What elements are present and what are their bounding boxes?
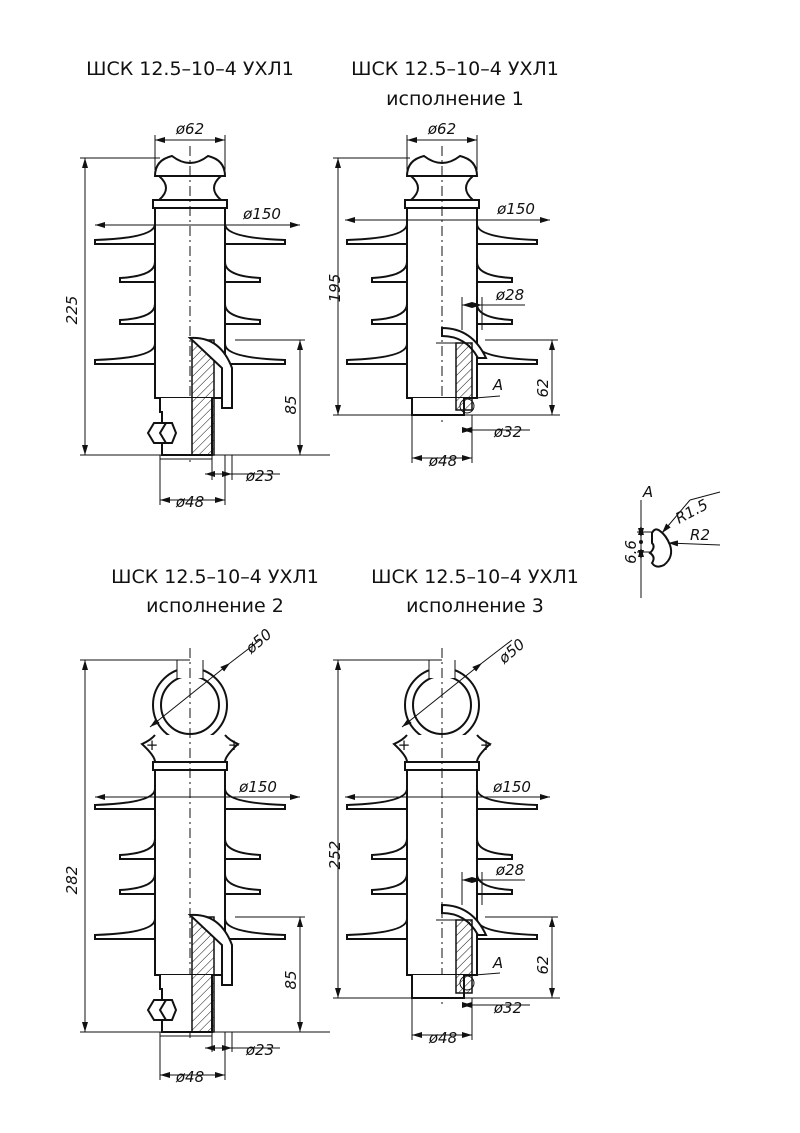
shed	[224, 873, 261, 895]
detail-r2: R2	[690, 526, 710, 544]
leader-r2	[667, 540, 721, 547]
detail-profile	[648, 528, 673, 568]
shed	[371, 261, 408, 283]
detail-point	[639, 540, 643, 544]
detail-ref: A	[492, 954, 503, 972]
shed	[119, 873, 156, 895]
shed	[476, 223, 538, 245]
dim-shed-dia: ø150	[496, 200, 535, 218]
shed	[119, 838, 156, 860]
line	[474, 972, 501, 976]
dim-base-dia: ø48	[175, 493, 204, 511]
clamp-ring-inner	[412, 675, 472, 735]
detail-r1: R1.5	[672, 496, 711, 528]
shed	[346, 223, 408, 245]
view-3-subtitle: исполнение 2	[146, 595, 284, 617]
insert-section	[455, 342, 473, 411]
view-3-title: ШСК 12.5–10–4 УХЛ1	[111, 566, 319, 588]
shed	[346, 343, 408, 365]
detail-ref: A	[492, 376, 503, 394]
dim-thread-dia: ø32	[493, 423, 522, 441]
shed	[224, 223, 286, 245]
shed	[371, 303, 408, 325]
shed	[119, 303, 156, 325]
shed	[224, 788, 286, 810]
sleeve-section	[441, 903, 488, 936]
insert-section	[455, 919, 473, 994]
view-4-title: ШСК 12.5–10–4 УХЛ1	[371, 566, 579, 588]
dim-top-dia: ø62	[175, 120, 204, 138]
dim-height: 282	[63, 866, 81, 895]
sleeve-section	[187, 913, 233, 986]
detail-a-marker	[459, 398, 475, 414]
dim-inner-dia: ø28	[495, 286, 524, 304]
shed	[94, 343, 156, 365]
shed	[476, 838, 513, 860]
line	[474, 395, 501, 399]
dim-height: 225	[63, 296, 81, 325]
dim-bottom-len: 85	[282, 970, 300, 989]
view-4-subtitle: исполнение 3	[406, 595, 544, 617]
detail-pitch: 6.6	[622, 540, 640, 564]
view-1-title: ШСК 12.5–10–4 УХЛ1	[86, 58, 294, 80]
dim-base-dia: ø48	[428, 1029, 457, 1047]
detail-a-marker	[459, 975, 475, 991]
shed	[224, 838, 261, 860]
shed	[371, 838, 408, 860]
sleeve-section	[441, 326, 488, 359]
dim-height: 252	[326, 841, 344, 870]
shed	[94, 788, 156, 810]
dim-rod-dia: ø23	[245, 467, 274, 485]
dim-shed-dia: ø150	[492, 778, 531, 796]
dim-height: 195	[326, 274, 344, 303]
dim-base-dia: ø48	[175, 1068, 204, 1086]
shed	[224, 303, 261, 325]
shed	[476, 788, 538, 810]
line	[229, 639, 261, 664]
shed	[371, 873, 408, 895]
dim-bottom-len: 62	[534, 955, 552, 974]
plus-mark: +	[228, 736, 241, 754]
dim-top-dia: ø50	[241, 625, 275, 658]
line	[689, 491, 721, 501]
view-2-subtitle: исполнение 1	[386, 88, 524, 110]
dim-rod-dia: ø23	[245, 1041, 274, 1059]
hex-nut	[158, 422, 178, 444]
dimension-line	[401, 662, 483, 728]
line	[481, 639, 513, 664]
shed	[224, 918, 286, 940]
dim-shed-dia: ø150	[238, 778, 277, 796]
shed	[224, 261, 261, 283]
hex-nut	[158, 999, 178, 1021]
shed	[476, 343, 538, 365]
plus-mark: +	[398, 736, 411, 754]
dim-top-dia: ø62	[427, 120, 456, 138]
dim-bottom-len: 62	[534, 378, 552, 397]
plus-mark: +	[146, 736, 159, 754]
shed	[346, 918, 408, 940]
dim-shed-dia: ø150	[242, 205, 281, 223]
dim-base-dia: ø48	[428, 452, 457, 470]
dim-inner-dia: ø28	[495, 861, 524, 879]
dim-thread-dia: ø32	[493, 999, 522, 1017]
shed	[94, 918, 156, 940]
leader-r1	[661, 499, 691, 534]
view-2-title: ШСК 12.5–10–4 УХЛ1	[351, 58, 559, 80]
shed	[476, 261, 513, 283]
plus-mark: +	[480, 736, 493, 754]
dim-bottom-len: 85	[282, 395, 300, 414]
shed	[94, 223, 156, 245]
sleeve-section	[187, 336, 233, 409]
clamp-ring-inner	[160, 675, 220, 735]
dim-top-dia: ø50	[494, 635, 528, 668]
shed	[346, 788, 408, 810]
shed	[224, 343, 286, 365]
detail-title: A	[642, 483, 653, 501]
shed	[119, 261, 156, 283]
dimension-line	[149, 662, 231, 728]
